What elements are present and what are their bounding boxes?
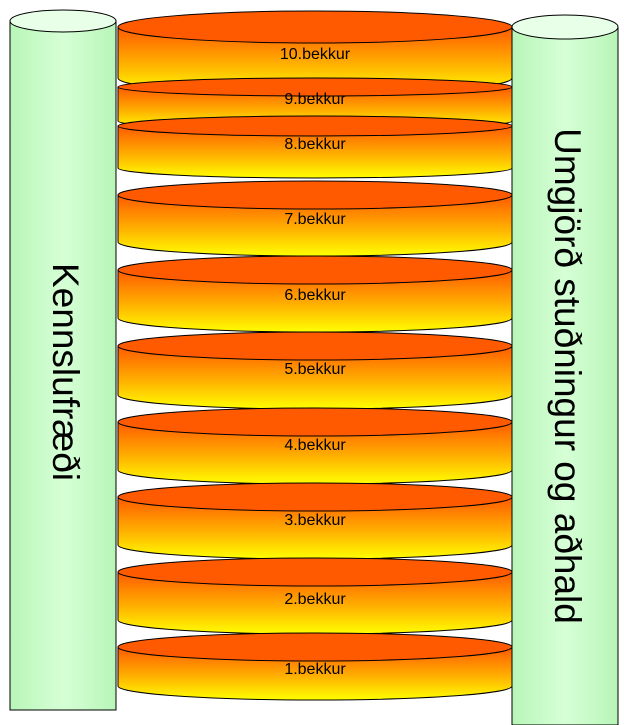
grade-label: 2.bekkur: [284, 591, 346, 608]
grade-disc-top: [117, 557, 513, 587]
grade-disc: 6.bekkur: [117, 255, 513, 333]
grade-label: 8.bekkur: [284, 136, 346, 153]
grade-label: 6.bekkur: [284, 287, 346, 304]
grade-disc: 8.bekkur: [117, 115, 513, 179]
grade-disc: 2.bekkur: [117, 557, 513, 635]
left-pillar-label: Kennslufræði: [45, 263, 86, 481]
grade-label: 10.bekkur: [280, 46, 351, 63]
grade-label: 9.bekkur: [284, 91, 346, 108]
grade-label: 1.bekkur: [284, 661, 346, 678]
left-pillar: Kennslufræði: [9, 9, 117, 711]
grade-disc-body: [117, 125, 513, 179]
grade-disc-top: [117, 482, 513, 512]
grade-disc: 10.bekkur: [117, 10, 513, 95]
grade-disc-top: [117, 407, 513, 437]
grade-disc: 3.bekkur: [117, 482, 513, 560]
grade-label: 4.bekkur: [284, 437, 346, 454]
grade-disc-top: [117, 115, 513, 137]
grade-disc: 1.bekkur: [117, 632, 513, 701]
grade-disc-top: [117, 10, 513, 44]
right-pillar-label: Umgjörð stuðningur og aðhald: [547, 128, 588, 624]
right-pillar: Umgjörð stuðningur og aðhald: [511, 14, 619, 725]
grade-disc-top: [117, 77, 513, 97]
grade-disc-top: [117, 632, 513, 662]
grade-disc: 7.bekkur: [117, 180, 513, 257]
grade-label: 3.bekkur: [284, 512, 346, 529]
grade-label: 7.bekkur: [284, 211, 346, 228]
grade-disc: 5.bekkur: [117, 331, 513, 410]
grade-disc: 4.bekkur: [117, 407, 513, 485]
grade-disc-top: [117, 331, 513, 361]
grade-label: 5.bekkur: [284, 361, 346, 378]
grade-stack: 10.bekkur 9.bekkur 8.bekkur 7.bekkur 6.bekku…: [117, 10, 513, 701]
grade-disc-top: [117, 180, 513, 210]
grade-disc-top: [117, 255, 513, 285]
grade-disc-body: [117, 646, 513, 701]
